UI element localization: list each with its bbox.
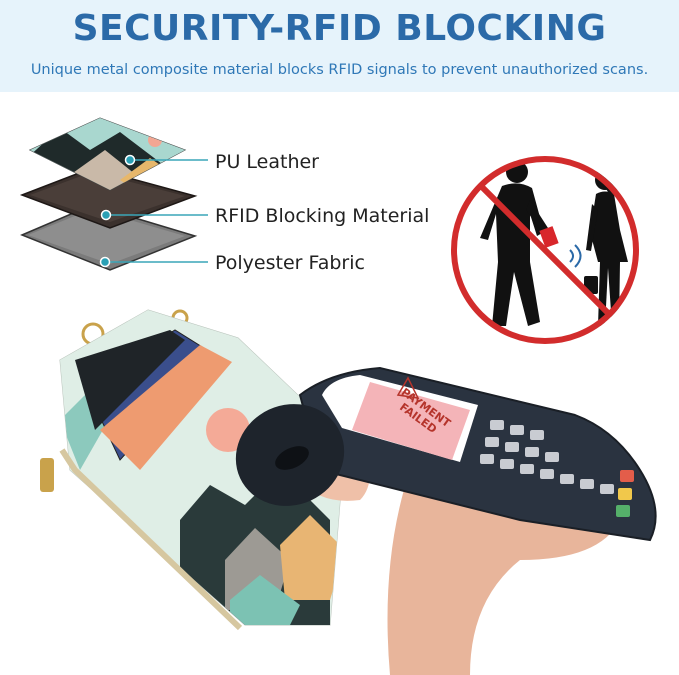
- card-icon: [539, 226, 559, 248]
- leader-lines: [105, 159, 208, 263]
- page-title: SECURITY-RFID BLOCKING: [72, 8, 607, 49]
- polyester-fabric-layer-icon: [20, 204, 198, 271]
- header-banner: [0, 0, 679, 92]
- zipper-pull-icon: [40, 458, 54, 492]
- layer-label-pu-leather: PU Leather: [215, 151, 319, 173]
- no-skimming-sign: [451, 156, 639, 344]
- terminal-keypad: [480, 420, 614, 494]
- card-black: [75, 330, 185, 430]
- card-orange: [100, 345, 232, 470]
- prohibition-slash: [477, 182, 613, 318]
- layer-label-rfid-blocking: RFID Blocking Material: [215, 205, 430, 227]
- layer-label-polyester: Polyester Fabric: [215, 252, 365, 274]
- terminal-screen: [352, 382, 470, 460]
- leader-dot-3: [99, 256, 111, 268]
- zipper: [59, 448, 243, 631]
- signal-icon: [569, 244, 582, 268]
- payment-terminal: [235, 366, 657, 675]
- warning-icon: [396, 376, 420, 399]
- leader-dot-1: [124, 154, 136, 166]
- page-subtitle: Unique metal composite material blocks R…: [30, 62, 649, 78]
- rfid-blocking-layer-icon: [19, 167, 198, 229]
- layer-stack: [19, 117, 208, 271]
- leader-dot-2: [100, 209, 112, 221]
